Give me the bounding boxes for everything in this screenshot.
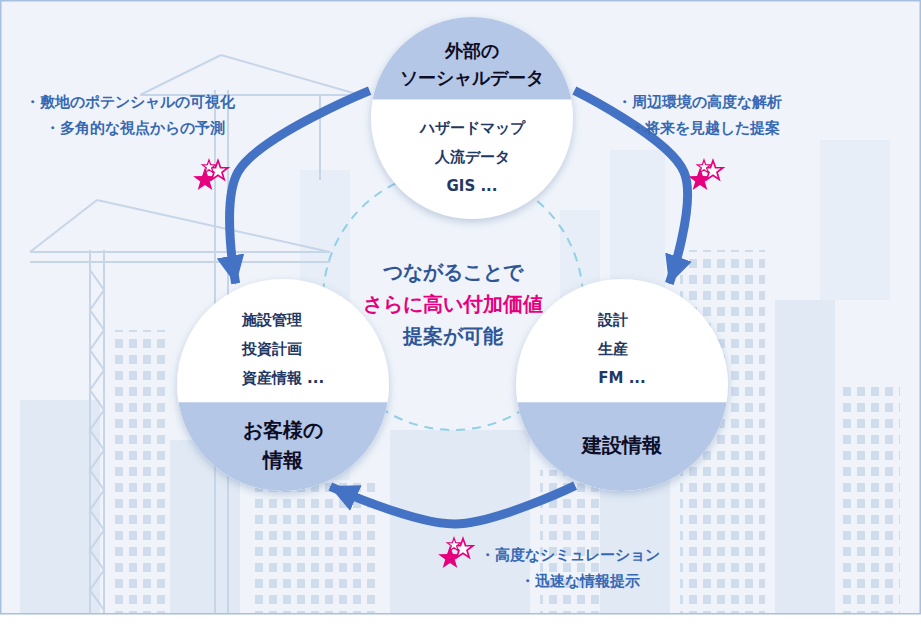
star-mark (438, 538, 473, 568)
frame (1, 1, 921, 614)
circle-shape (369, 15, 575, 221)
benefit-note: ・将来を見越した提案 (630, 118, 780, 139)
circle-heading: 建設情報 (582, 430, 662, 460)
heading-band (514, 402, 730, 493)
circle-item: ハザードマップ (420, 114, 525, 143)
circle-item: 施設管理 (242, 306, 324, 335)
benefit-note: ・迅速な情報提示 (520, 571, 640, 592)
circle-fill (516, 279, 728, 491)
circle-item: 資産情報 ... (242, 364, 324, 393)
circle-fill (371, 17, 573, 219)
benefit-note: ・多角的な視点からの予測 (45, 118, 225, 139)
flow-arrow (574, 91, 687, 284)
circle-heading: お客様の 情報 (243, 415, 323, 475)
flow-arrow (330, 486, 575, 524)
center-message: さらに高い付加価値 (363, 290, 543, 318)
center-message: つながることで (383, 258, 523, 286)
heading-band (175, 402, 391, 493)
skyline (20, 140, 900, 614)
benefit-note: ・敷地のポテンシャルの可視化 (25, 92, 235, 113)
benefit-note: ・高度なシミュレーション (480, 545, 660, 566)
circle-fill (177, 279, 389, 491)
star-mark (193, 160, 228, 190)
data-circle: 外部の ソーシャルデータハザードマップ人流データGIS ... (369, 15, 575, 221)
circle-shape (514, 277, 730, 493)
crane (30, 55, 360, 614)
center-message: 提案が可能 (403, 322, 503, 350)
ground (0, 0, 921, 614)
circle-item: FM ... (598, 364, 646, 393)
circle-item: GIS ... (420, 172, 525, 201)
circle-shape (175, 277, 391, 493)
benefit-note: ・周辺環境の高度な解析 (617, 92, 782, 113)
data-circle: お客様の 情報 施設管理投資計画資産情報 ... (175, 277, 391, 493)
star-mark (688, 160, 723, 190)
data-circle: 建設情報 設計生産FM ... (514, 277, 730, 493)
circle-heading: 外部の ソーシャルデータ (400, 37, 544, 91)
circle-item: 設計 (598, 306, 646, 335)
dashed-ring (323, 170, 583, 430)
circle-item: 投資計画 (242, 335, 324, 364)
heading-band (369, 15, 575, 99)
circle-item: 生産 (598, 335, 646, 364)
flow-arrow (230, 91, 370, 284)
circle-item: 人流データ (420, 143, 525, 172)
